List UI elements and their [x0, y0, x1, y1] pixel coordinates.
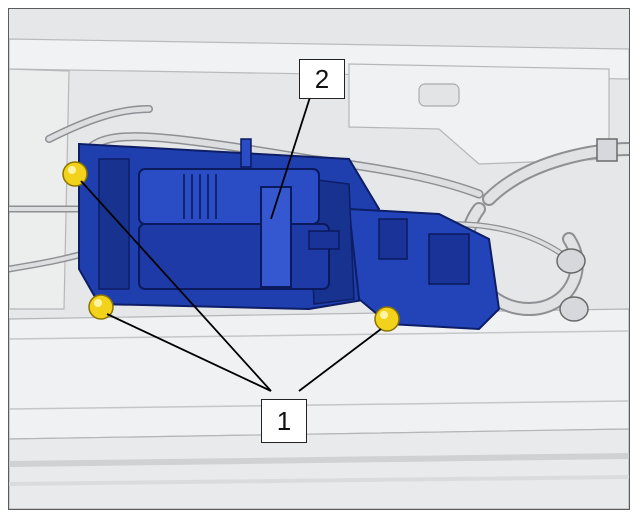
left-panel — [9, 68, 70, 310]
bolt-top-left — [62, 161, 88, 187]
pipe-fitting — [559, 296, 589, 322]
diagram-frame: 2 1 — [8, 8, 630, 510]
pipe-fitting — [556, 248, 586, 274]
bottom-panel — [9, 428, 629, 509]
bolt-bottom-left — [88, 294, 114, 320]
air-compressor-icon — [138, 138, 470, 290]
callout-1: 1 — [261, 399, 307, 443]
upper-right-panel — [348, 63, 610, 165]
callout-2: 2 — [299, 59, 345, 99]
compressor-mounting-illustration — [9, 9, 629, 509]
lower-floor-panel — [9, 308, 629, 440]
bolt-bottom-right — [374, 306, 400, 332]
leader-lines — [80, 90, 382, 392]
panel-slot — [418, 83, 460, 107]
